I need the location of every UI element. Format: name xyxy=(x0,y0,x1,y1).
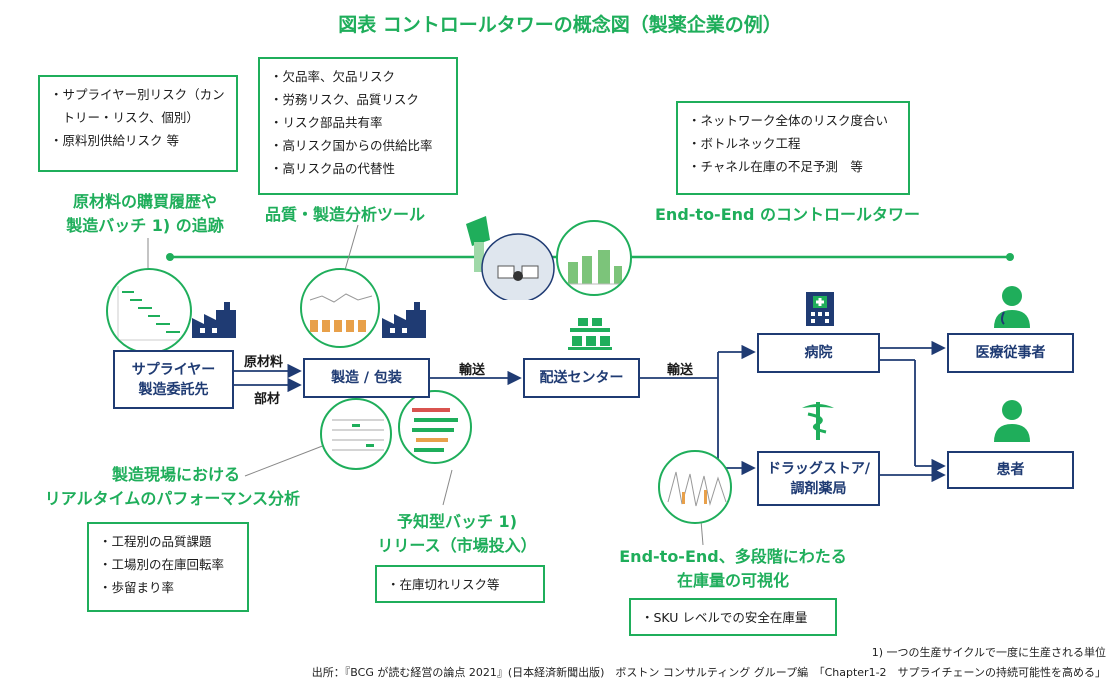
realtime-table-icon xyxy=(320,398,392,470)
medical-staff-icon xyxy=(990,282,1034,328)
quality-tool-label: 品質・製造分析ツール xyxy=(265,205,426,224)
patient-icon xyxy=(990,396,1034,442)
patient-node: 患者 xyxy=(947,451,1074,489)
factory-icon-2 xyxy=(380,300,438,340)
supplier-risk-box: ・サプライヤー別リスク（カン トリー・リスク、個別） ・原料別供給リスク 等 xyxy=(38,75,238,172)
hospital-building-icon xyxy=(802,288,838,328)
supplier-node: サプライヤー 製造委託先 xyxy=(113,350,234,409)
raw-material-label: 原材料 xyxy=(244,355,284,370)
caduceus-icon xyxy=(798,398,838,442)
transport-label-2: 輸送 xyxy=(667,363,694,378)
distribution-node: 配送センター xyxy=(523,358,640,398)
footnote: 1) 一つの生産サイクルで一度に生産される単位 xyxy=(871,646,1106,659)
medical-staff-node: 医療従事者 xyxy=(947,333,1074,373)
control-tower-chart-icon xyxy=(556,220,632,296)
realtime-label: 製造現場における リアルタイムのパフォーマンス分析 xyxy=(44,465,300,508)
quality-risk-box: ・欠品率、欠品リスク ・労務リスク、品質リスク ・リスク部品共有率 ・高リスク国… xyxy=(258,57,458,195)
process-quality-box: ・工程別の品質課題 ・工場別の在庫回転率 ・歩留まり率 xyxy=(87,522,249,612)
network-risk-box: ・ネットワーク全体のリスク度合い ・ボトルネック工程 ・チャネル在庫の不足予測 … xyxy=(676,101,910,195)
sku-safety-box: ・SKU レベルでの安全在庫量 xyxy=(629,598,837,636)
warehouse-boxes-icon xyxy=(566,316,614,352)
drugstore-node: ドラッグストア/ 調剤薬局 xyxy=(757,451,880,506)
manufacturing-node: 製造 / 包装 xyxy=(303,358,430,398)
page-title: 図表 コントロールタワーの概念図（製薬企業の例） xyxy=(338,14,782,36)
factory-icon xyxy=(190,300,248,340)
stockout-box: ・在庫切れリスク等 xyxy=(375,565,545,603)
traceability-label: 原材料の購買履歴や 製造バッチ 1) の追跡 xyxy=(66,192,224,235)
predictive-gantt-icon xyxy=(398,390,472,464)
transport-label-1: 輸送 xyxy=(459,363,486,378)
hospital-node: 病院 xyxy=(757,333,880,373)
inventory-label: End-to-End、多段階にわたる 在庫量の可視化 xyxy=(619,547,847,590)
control-tower-icon xyxy=(460,210,570,300)
quality-tool-chart-icon xyxy=(300,268,380,348)
parts-label: 部材 xyxy=(254,392,281,407)
source-note: 出所：『BCG が読む経営の論点 2021』(日本経済新聞出版) ボストン コン… xyxy=(311,666,1106,679)
inventory-chart-icon xyxy=(658,450,732,524)
predictive-label: 予知型バッチ 1) リリース（市場投入） xyxy=(377,512,537,555)
control-tower-label: End-to-End のコントロールタワー xyxy=(655,205,921,224)
traceability-chart-icon xyxy=(106,268,192,354)
